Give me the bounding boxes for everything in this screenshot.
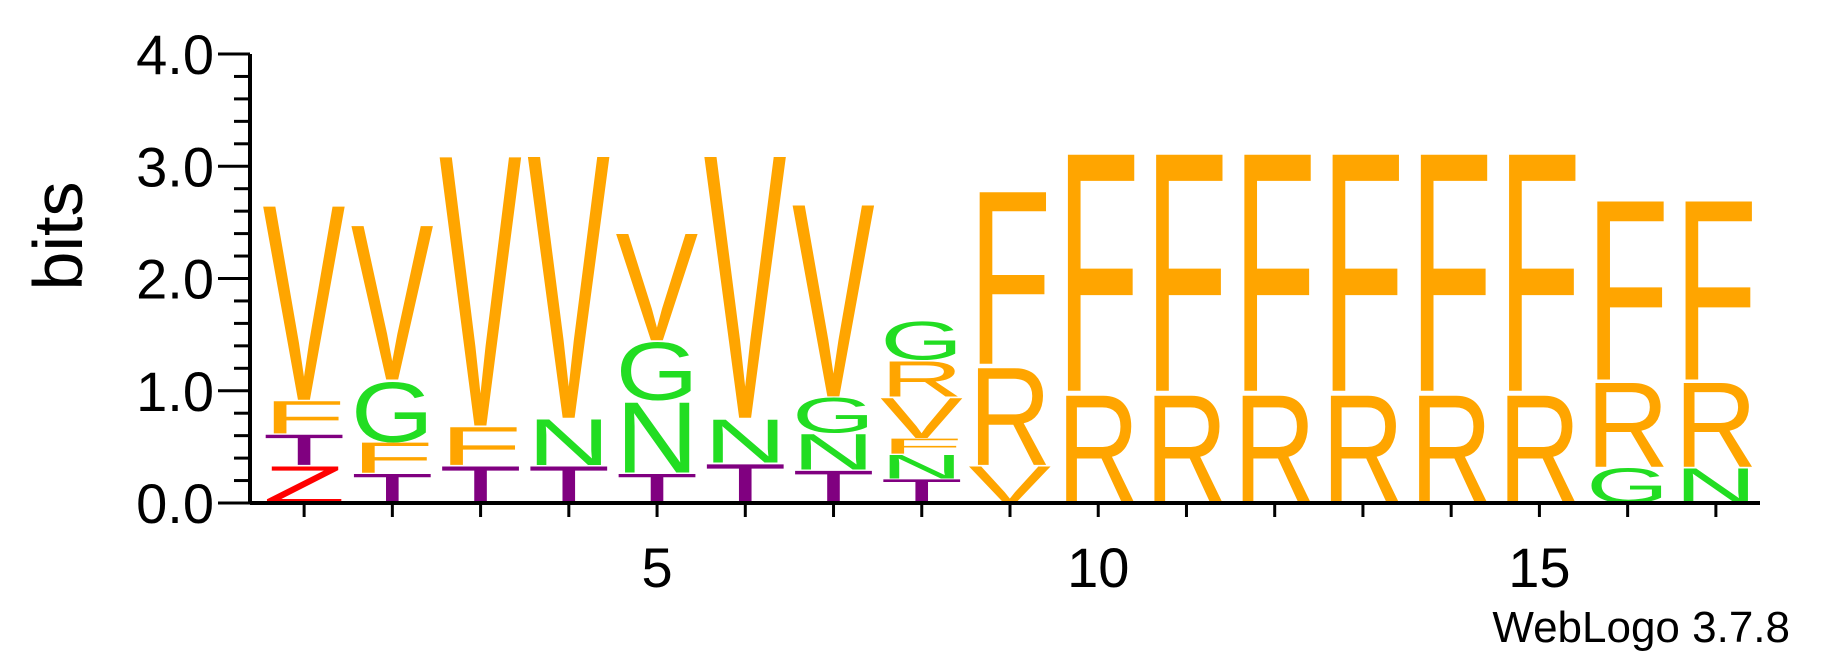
y-tick-label: 2.0 — [136, 248, 214, 311]
logo-letter-R-pos-9: R — [969, 339, 1052, 495]
logo-letter-R-pos-16: R — [1586, 358, 1669, 494]
logo-letter-G-pos-7: G — [792, 387, 875, 443]
logo-letter-V-pos-2: V — [351, 179, 434, 428]
logo-column-14: RF — [1410, 82, 1493, 537]
logo-letter-F-pos-9: F — [969, 138, 1052, 417]
logo-column-12: RF — [1233, 82, 1316, 537]
logo-letter-R-pos-17: R — [1674, 358, 1757, 494]
logo-column-10: RF — [1057, 82, 1140, 537]
y-axis: 0.0 1.0 2.0 3.0 4.0 — [136, 23, 252, 535]
logo-letter-G-pos-8: G — [880, 310, 963, 371]
logo-letter-V-pos-1: V — [263, 146, 346, 459]
logo-column-16: GRF — [1586, 145, 1669, 513]
logo-letter-V-pos-5: V — [616, 200, 699, 373]
logo-letter-G-pos-2: G — [351, 363, 434, 460]
logo-letter-F-pos-10: F — [1057, 82, 1140, 465]
x-tick-label: 15 — [1508, 536, 1570, 599]
logo-letter-V-pos-8: V — [880, 387, 963, 451]
logo-letter-N-pos-8: N — [880, 447, 963, 485]
logo-column-6: TNV — [704, 75, 787, 516]
logo-letter-N-pos-6: N — [704, 406, 787, 476]
logo-letter-R-pos-8: R — [880, 350, 963, 408]
logo-letter-T-pos-1: T — [263, 426, 346, 474]
x-tick-label: 5 — [641, 536, 672, 599]
y-tick-label: 0.0 — [136, 472, 214, 535]
logo-letter-N-pos-5: N — [616, 381, 699, 494]
logo-letter-N-pos-7: N — [792, 422, 875, 480]
x-axis: 5 10 15 — [250, 501, 1760, 599]
weblogo-credit: WebLogo 3.7.8 — [1492, 603, 1790, 652]
logo-letter-F-pos-14: F — [1410, 82, 1493, 465]
y-tick-label: 1.0 — [136, 360, 214, 423]
logo-column-15: RF — [1498, 82, 1581, 537]
logo-column-17: NRF — [1674, 145, 1757, 513]
logo-column-13: RF — [1321, 82, 1404, 537]
logo-letter-V-pos-4: V — [527, 75, 610, 498]
logo-letter-G-pos-5: G — [616, 326, 699, 418]
logo-letter-F-pos-12: F — [1233, 82, 1316, 465]
logo-letter-F-pos-17: F — [1674, 145, 1757, 434]
logo-column-9: VRF — [969, 138, 1052, 515]
logo-column-4: TNV — [527, 75, 610, 514]
logo-letter-N-pos-4: N — [527, 405, 610, 479]
logo-letter-F-pos-13: F — [1321, 82, 1404, 465]
logo-letter-F-pos-1: F — [263, 391, 346, 444]
logo-column-11: RF — [1145, 82, 1228, 537]
logo-letter-F-pos-15: F — [1498, 82, 1581, 465]
logo-letter-F-pos-11: F — [1145, 82, 1228, 465]
logo-letter-F-pos-3: F — [439, 415, 522, 476]
logo-letter-F-pos-8: F — [880, 434, 963, 458]
logo-letter-F-pos-2: F — [351, 434, 434, 482]
logo-letter-V-pos-7: V — [792, 145, 875, 456]
logo-letter-V-pos-3: V — [439, 74, 522, 509]
x-tick-label: 10 — [1067, 536, 1129, 599]
logo-letter-V-pos-6: V — [704, 75, 787, 498]
logo-letter-F-pos-16: F — [1586, 145, 1669, 434]
y-axis-label: bits — [19, 182, 97, 291]
y-tick-label: 3.0 — [136, 135, 214, 198]
y-tick-label: 4.0 — [136, 23, 214, 86]
logo-column-3: TFV — [439, 74, 522, 515]
